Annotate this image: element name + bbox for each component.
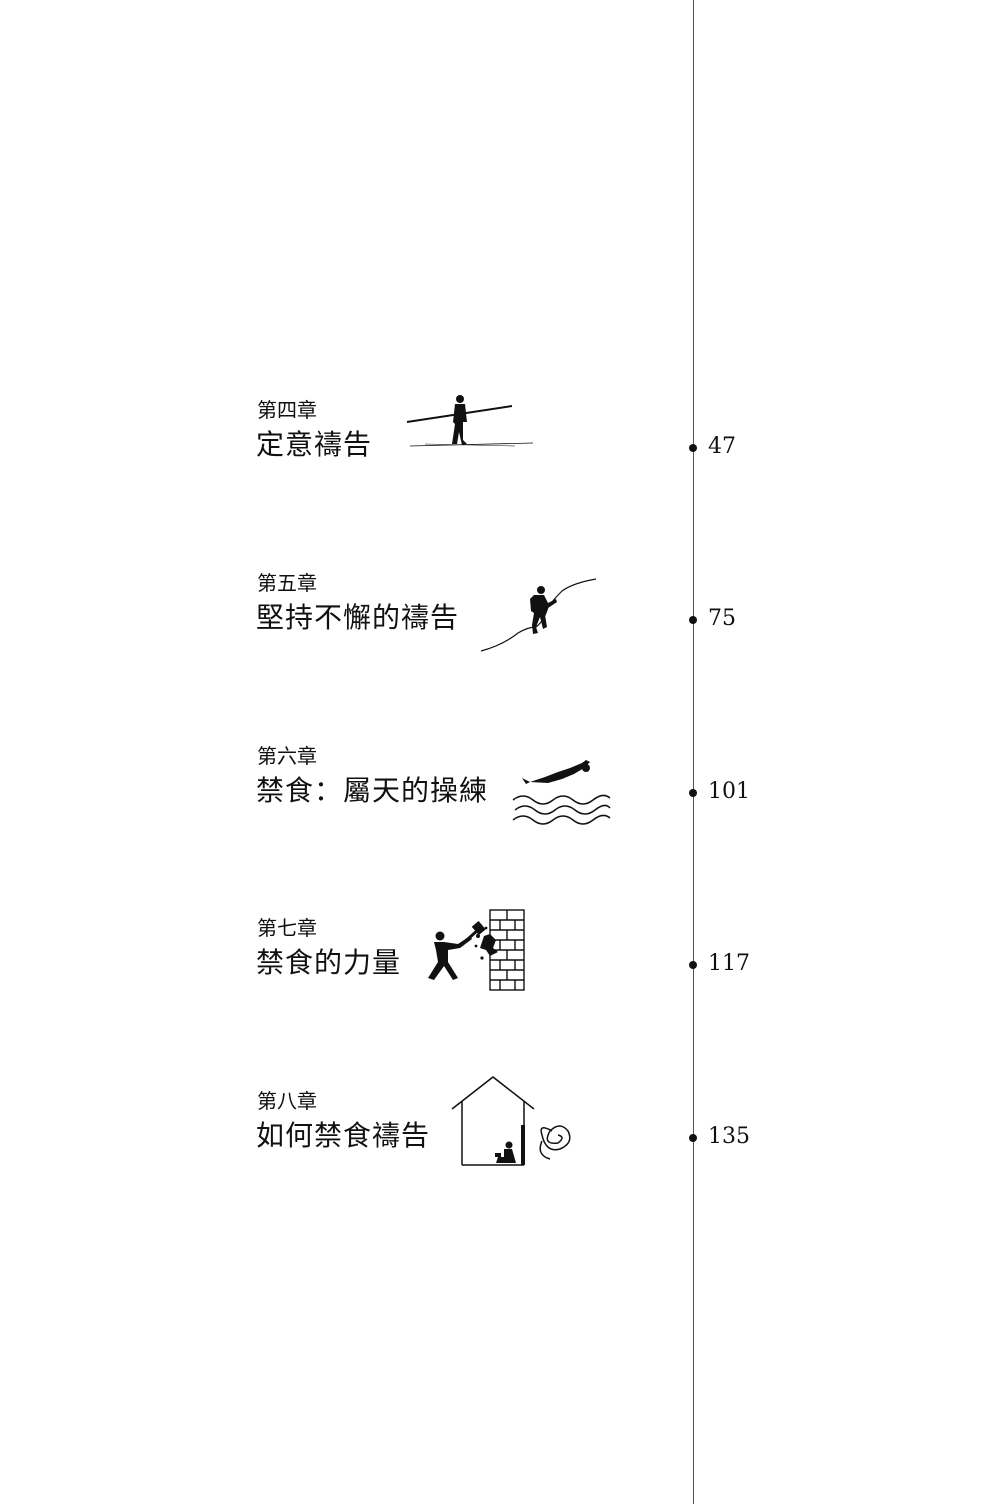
chapter-title: 禁食：屬天的操練	[256, 774, 489, 807]
chapter-title: 定意禱告	[256, 428, 373, 461]
toc-entry-chapter-4[interactable]: 第四章 定意禱告 47	[0, 395, 1000, 498]
chapter-title: 堅持不懈的禱告	[256, 601, 460, 634]
page-number: 117	[708, 951, 750, 976]
chapter-label: 第七章	[257, 916, 317, 940]
chapter-label: 第八章	[257, 1089, 317, 1113]
page-number: 47	[708, 434, 736, 459]
toc-entry-chapter-8[interactable]: 第八章 如何禁食禱告 135	[0, 1076, 1000, 1189]
page-number: 75	[708, 606, 736, 631]
house-reader-icon	[451, 1076, 571, 1166]
chapter-label: 第四章	[257, 398, 317, 422]
toc-entry-chapter-5[interactable]: 第五章 堅持不懈的禱告 75	[0, 571, 1000, 671]
timeline-dot	[689, 1134, 697, 1142]
tightrope-walker-icon	[406, 395, 534, 447]
climber-icon	[480, 578, 597, 652]
timeline-line	[693, 0, 694, 1504]
page-number: 135	[708, 1124, 750, 1149]
page-number: 101	[708, 779, 750, 804]
timeline-dot	[689, 789, 697, 797]
diver-icon	[512, 760, 611, 825]
chapter-label: 第五章	[257, 571, 317, 595]
chapter-title: 禁食的力量	[256, 946, 402, 979]
wall-breaker-icon	[428, 909, 525, 991]
timeline-dot	[689, 961, 697, 969]
chapter-title: 如何禁食禱告	[256, 1119, 431, 1152]
timeline-dot	[689, 616, 697, 624]
chapter-label: 第六章	[257, 744, 317, 768]
toc-entry-chapter-6[interactable]: 第六章 禁食：屬天的操練 101	[0, 744, 1000, 844]
timeline-dot	[689, 444, 697, 452]
toc-entry-chapter-7[interactable]: 第七章 禁食的力量	[0, 909, 1000, 1016]
